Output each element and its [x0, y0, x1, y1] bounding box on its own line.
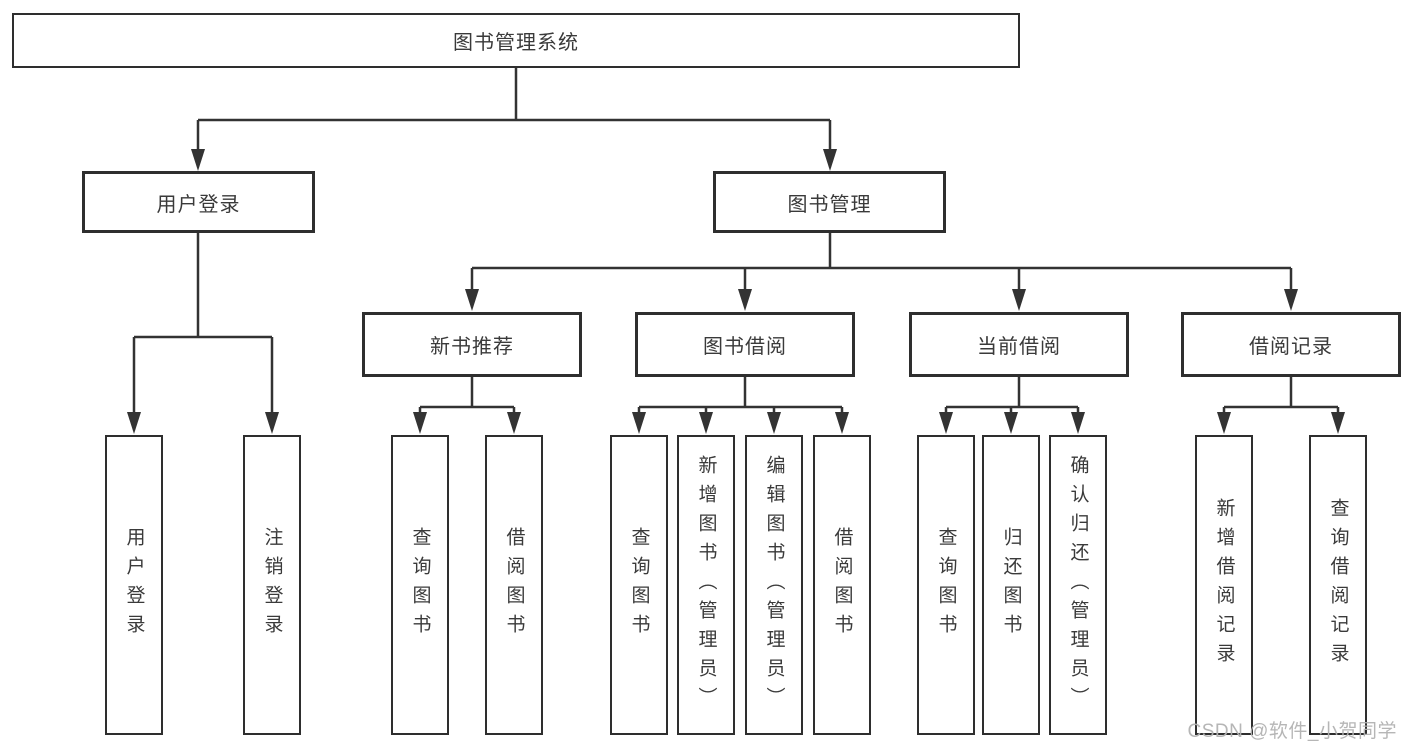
node-current-borrowing: 当前借阅 [909, 312, 1129, 377]
leaf-records-add-record: 新增借阅记录 [1195, 435, 1253, 735]
leaf-borrow-query-books: 查询图书 [610, 435, 668, 735]
node-label: 编辑图书（管理员） [763, 454, 785, 716]
node-label: 新书推荐 [430, 336, 514, 358]
node-label: 新增借阅记录 [1213, 498, 1235, 672]
node-label: 查询图书 [409, 527, 431, 643]
node-borrowing-records: 借阅记录 [1181, 312, 1401, 377]
node-label: 用户登录 [156, 193, 241, 216]
node-label: 当前借阅 [977, 336, 1061, 358]
node-label: 新增图书（管理员） [695, 454, 717, 716]
node-book-borrowing: 图书借阅 [635, 312, 855, 377]
leaf-recommend-borrow-books: 借阅图书 [485, 435, 543, 735]
node-label: 查询图书 [628, 527, 650, 643]
node-book-management: 图书管理 [713, 171, 946, 233]
leaf-current-confirm-return-admin: 确认归还（管理员） [1049, 435, 1107, 735]
leaf-recommend-query-books: 查询图书 [391, 435, 449, 735]
leaf-records-query-record: 查询借阅记录 [1309, 435, 1367, 735]
leaf-borrow-borrow-books: 借阅图书 [813, 435, 871, 735]
node-label: 查询图书 [935, 527, 957, 643]
node-label: 借阅图书 [503, 527, 525, 643]
leaf-logout: 注销登录 [243, 435, 301, 735]
leaf-current-query-books: 查询图书 [917, 435, 975, 735]
node-label: 确认归还（管理员） [1067, 454, 1089, 716]
node-label: 归还图书 [1000, 527, 1022, 643]
leaf-borrow-add-books-admin: 新增图书（管理员） [677, 435, 735, 735]
leaf-borrow-edit-books-admin: 编辑图书（管理员） [745, 435, 803, 735]
node-library-system: 图书管理系统 [12, 13, 1020, 68]
node-label: 借阅记录 [1249, 336, 1333, 358]
node-label: 注销登录 [261, 527, 283, 643]
node-label: 图书管理 [787, 193, 872, 216]
node-user-login: 用户登录 [82, 171, 315, 233]
leaf-user-login: 用户登录 [105, 435, 163, 735]
leaf-current-return-books: 归还图书 [982, 435, 1040, 735]
node-label: 用户登录 [123, 527, 145, 643]
node-new-book-recommendation: 新书推荐 [362, 312, 582, 377]
node-label: 图书管理系统 [453, 32, 579, 54]
node-label: 查询借阅记录 [1327, 498, 1349, 672]
node-label: 借阅图书 [831, 527, 853, 643]
watermark-text: CSDN @软件_小贺同学 [1187, 721, 1397, 742]
node-label: 图书借阅 [703, 336, 787, 358]
